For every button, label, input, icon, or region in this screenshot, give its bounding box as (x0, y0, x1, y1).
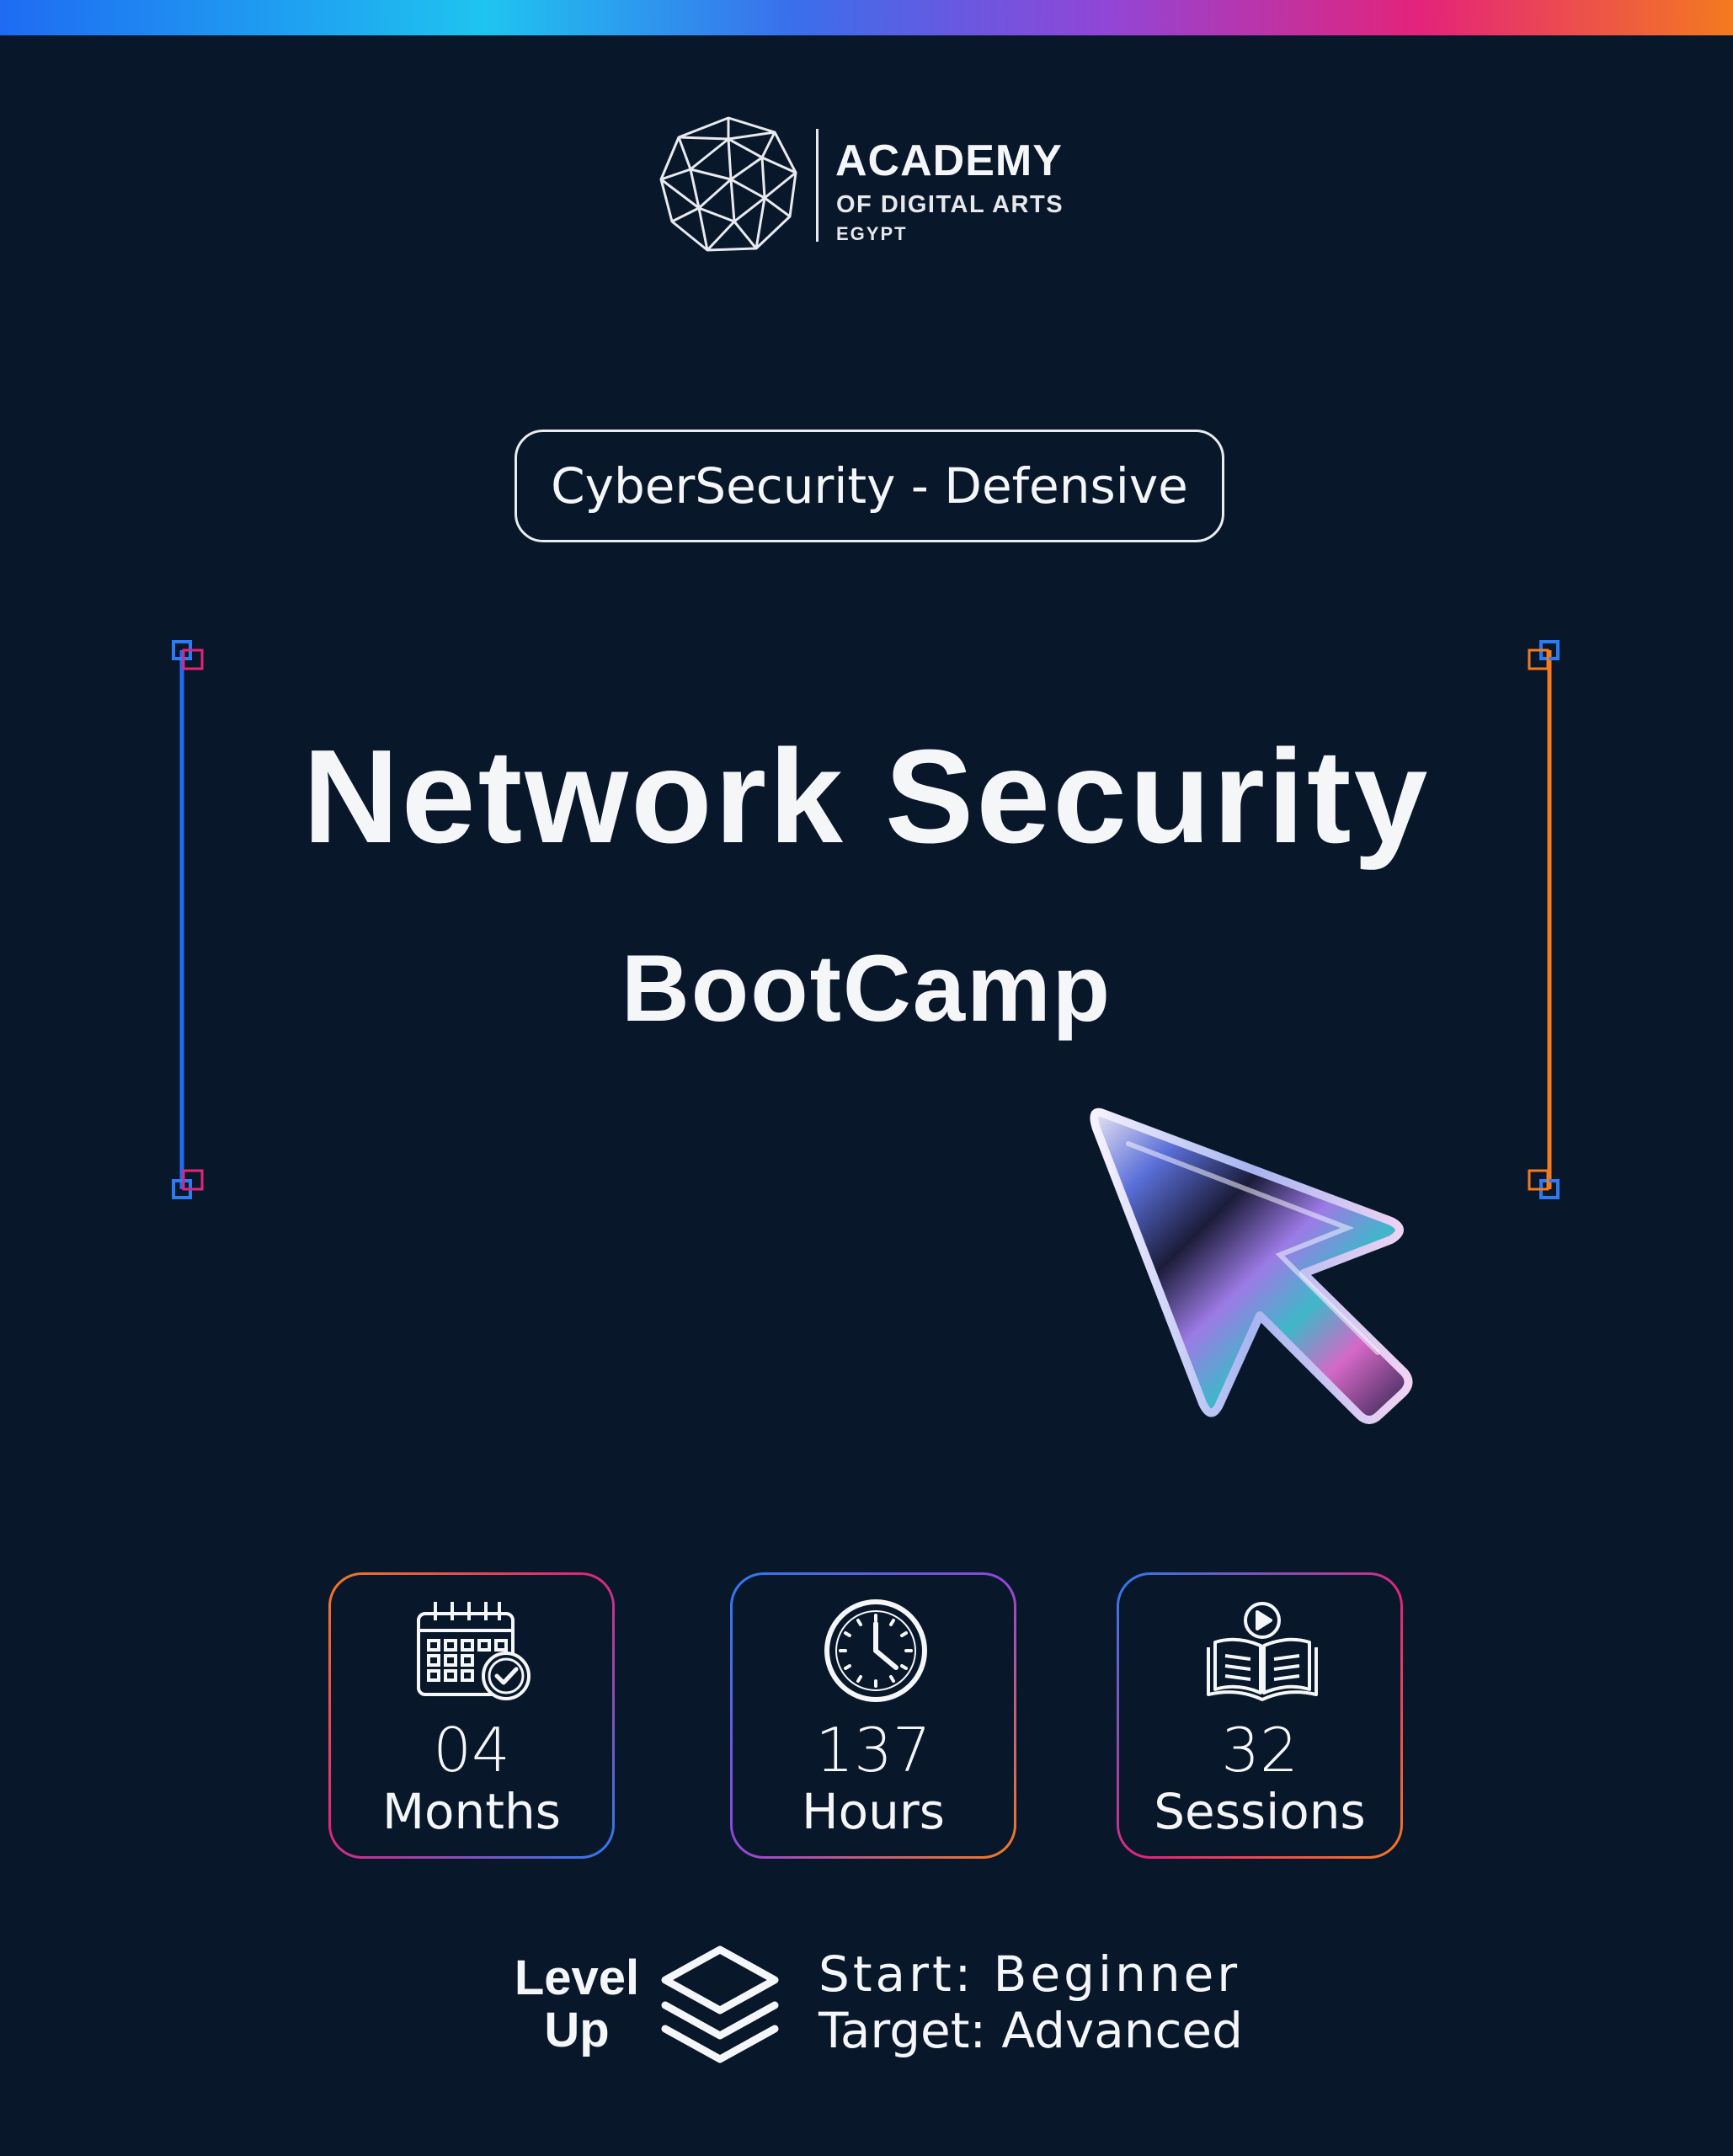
headline-frame (168, 632, 1566, 1204)
headline-title: Network Security (302, 723, 1431, 871)
level-start: Start: Beginner (819, 1945, 1241, 2003)
stat-card-sessions: 32 Sessions (1117, 1572, 1403, 1859)
level-target: Target: Advanced (819, 2002, 1243, 2059)
academy-logo: ACADEMY OF DIGITAL ARTS EGYPT (657, 114, 1078, 257)
clock-icon (824, 1599, 927, 1702)
stat-value: 137 (815, 1715, 931, 1785)
video-book-icon (1207, 1602, 1318, 1701)
cursor-arrow-icon (1090, 1107, 1413, 1424)
logo-title: ACADEMY (835, 136, 1063, 185)
stat-unit: Months (381, 1783, 561, 1840)
level-label-line2: Up (544, 2003, 610, 2057)
geodesic-sphere-icon (659, 116, 797, 252)
stat-unit: Hours (802, 1783, 945, 1840)
stat-card-hours: 137 Hours (730, 1572, 1016, 1859)
headline-subtitle: BootCamp (621, 936, 1112, 1041)
calendar-check-icon (417, 1602, 531, 1700)
stat-unit: Sessions (1154, 1783, 1366, 1840)
level-up-label: Level Up (505, 1952, 648, 2057)
layers-icon (661, 1945, 779, 2063)
logo-divider (816, 129, 819, 242)
level-label-line1: Level (514, 1951, 640, 2005)
top-gradient-bar (0, 0, 1733, 35)
logo-country: EGYPT (836, 223, 908, 244)
category-pill: CyberSecurity - Defensive (515, 430, 1224, 542)
stat-value: 04 (433, 1715, 510, 1785)
stat-value: 32 (1221, 1715, 1298, 1785)
logo-subtitle: OF DIGITAL ARTS (836, 191, 1064, 218)
stat-card-months: 04 Months (328, 1572, 615, 1859)
